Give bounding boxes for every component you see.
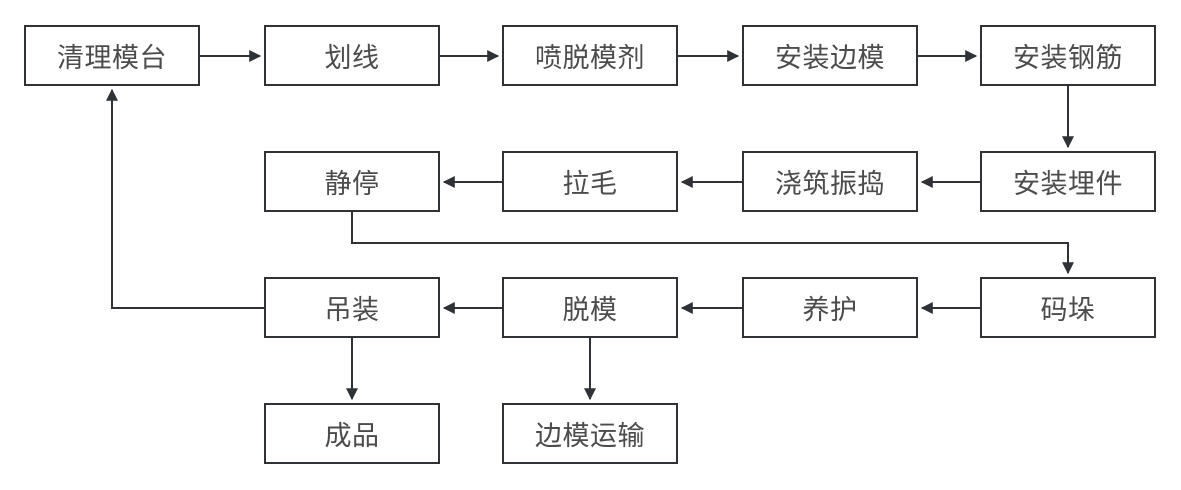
node-static-rest: 静停: [264, 151, 440, 212]
edge-hoisting-to-clean-platform: [106, 88, 264, 309]
node-finished-product: 成品: [264, 403, 440, 464]
edge-static-rest-to-stacking: [351, 212, 1074, 275]
node-install-rebar: 安装钢筋: [980, 25, 1156, 86]
node-hoisting: 吊装: [264, 277, 440, 338]
node-clean-platform: 清理模台: [24, 25, 200, 86]
node-stacking: 码垛: [980, 277, 1156, 338]
node-roughening: 拉毛: [502, 151, 678, 212]
node-curing: 养护: [742, 277, 918, 338]
node-side-form-transport: 边模运输: [502, 403, 678, 464]
node-install-side-forms: 安装边模: [742, 25, 918, 86]
node-install-embedded-parts: 安装埋件: [980, 151, 1156, 212]
node-pour-and-vibrate: 浇筑振捣: [742, 151, 918, 212]
node-marking: 划线: [264, 25, 440, 86]
node-demolding: 脱模: [502, 277, 678, 338]
node-spray-release-agent: 喷脱模剂: [502, 25, 678, 86]
